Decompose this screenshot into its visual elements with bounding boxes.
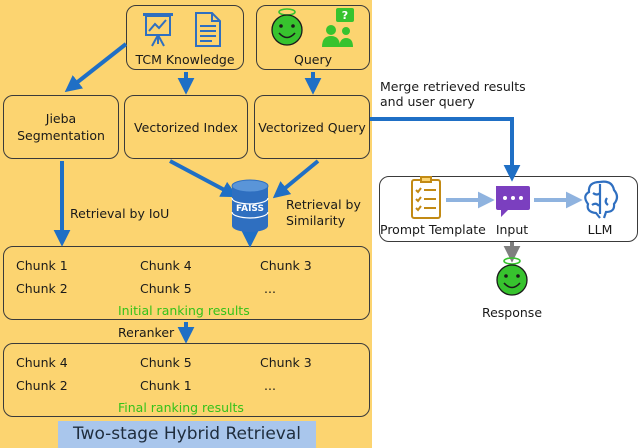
vectorized-query-box (254, 95, 370, 159)
final-chunk-r1c2: Chunk 5 (140, 355, 192, 370)
arrow-tcm-to-jieba (64, 42, 128, 93)
tcm-knowledge-label: TCM Knowledge (135, 52, 235, 67)
vectorized-query-label: Vectorized Query (258, 120, 366, 135)
document-icon (195, 12, 221, 47)
initial-chunk-r1c2: Chunk 4 (140, 258, 192, 273)
brain-icon (584, 180, 619, 219)
tcm-knowledge-box (126, 5, 244, 70)
diagram-title: Two-stage Hybrid Retrieval (58, 421, 316, 448)
arrow-index-to-faiss (169, 159, 238, 198)
svg-text:?: ? (342, 9, 348, 22)
query-box (256, 5, 370, 70)
reranker-label: Reranker (118, 325, 175, 340)
initial-chunk-r1c1: Chunk 1 (16, 258, 68, 273)
input-label: Input (495, 222, 529, 237)
final-ranking-caption: Final ranking results (118, 400, 244, 415)
query-label: Query (294, 52, 332, 67)
initial-chunk-r2c1: Chunk 2 (16, 281, 68, 296)
chat-icon (496, 186, 530, 217)
final-chunk-r2c3: ... (264, 378, 276, 393)
initial-ranking-caption: Initial ranking results (118, 303, 250, 318)
prompt-template-label: Prompt Template (380, 222, 486, 237)
final-chunk-r2c1: Chunk 2 (16, 378, 68, 393)
jieba-label-line1: Jieba (45, 111, 77, 126)
retrieval-similarity-line1: Retrieval by (286, 197, 361, 212)
retrieval-similarity-line2: Similarity (286, 213, 346, 228)
jieba-label-line2: Segmentation (17, 128, 105, 143)
jieba-box (3, 95, 119, 159)
database-icon (231, 179, 269, 232)
merge-label-line2: and user query (380, 94, 475, 109)
final-chunk-r1c3: Chunk 3 (260, 355, 312, 370)
initial-ranking-box (3, 246, 370, 320)
vectorized-index-label: Vectorized Index (134, 120, 238, 135)
smiley-icon (271, 8, 303, 46)
response-label: Response (481, 305, 543, 320)
final-chunk-r2c2: Chunk 1 (140, 378, 192, 393)
checklist-icon (411, 176, 441, 219)
merge-label-line1: Merge retrieved results (380, 79, 526, 94)
initial-chunk-r2c2: Chunk 5 (140, 281, 192, 296)
arrow-vquery-to-faiss (272, 159, 320, 199)
response-smiley-icon (496, 257, 528, 296)
initial-chunk-r2c3: ... (264, 281, 276, 296)
final-chunk-r1c1: Chunk 4 (16, 355, 68, 370)
arrow-merge-to-input (370, 117, 521, 182)
llm-label: LLM (587, 222, 613, 237)
user-question-icon: ? (322, 8, 354, 47)
faiss-label: FAISS (236, 204, 264, 214)
presentation-icon (143, 13, 173, 47)
vectorized-index-box (124, 95, 248, 159)
initial-chunk-r1c3: Chunk 3 (260, 258, 312, 273)
retrieval-iou-label: Retrieval by IoU (70, 206, 170, 221)
